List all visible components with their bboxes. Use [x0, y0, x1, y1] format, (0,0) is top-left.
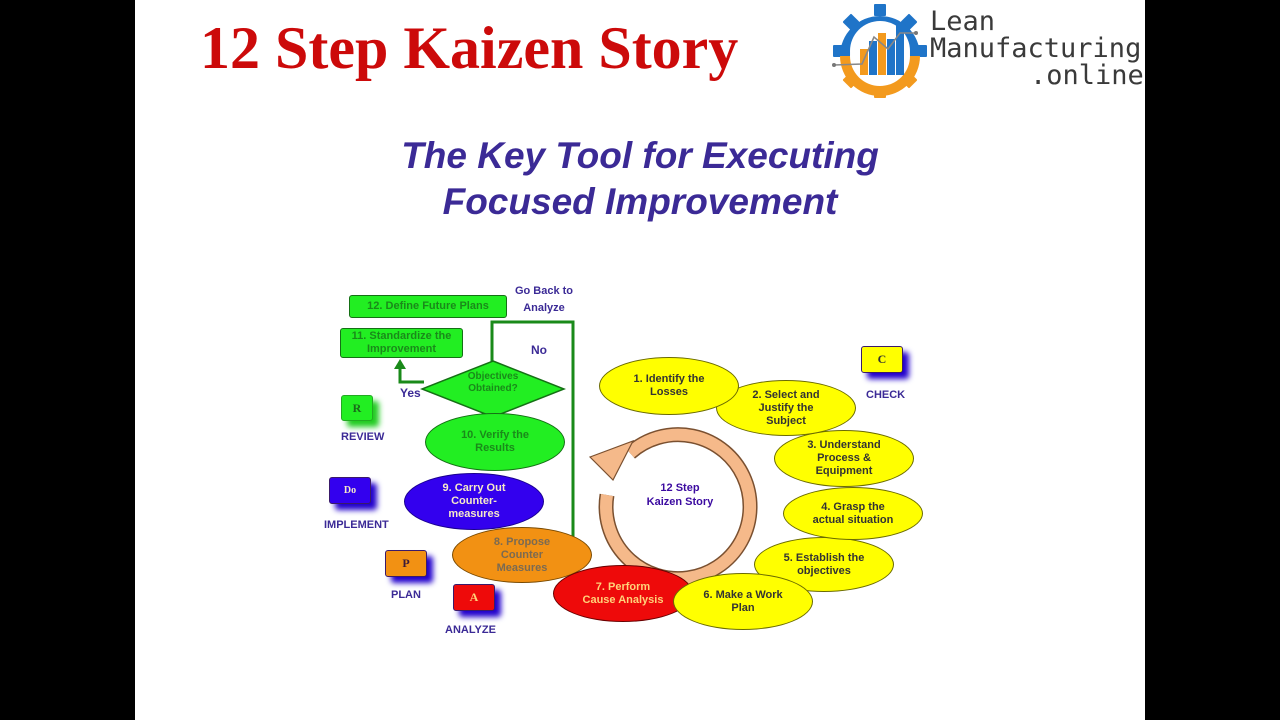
- step-12-box: 12. Define Future Plans: [349, 295, 507, 318]
- yes-label: Yes: [400, 386, 421, 400]
- analyze-label: ANALYZE: [445, 624, 496, 636]
- logo-line-lean: Lean: [930, 6, 996, 37]
- plan-label: PLAN: [391, 589, 421, 601]
- step-7-ellipse: 7. Perform Cause Analysis: [553, 565, 693, 622]
- implement-label: IMPLEMENT: [324, 519, 389, 531]
- review-label: REVIEW: [341, 431, 385, 443]
- center-label: 12 Step Kaizen Story: [646, 482, 714, 508]
- check-label: CHECK: [866, 389, 906, 401]
- logo-wordmark: Lean Manufacturing .online: [930, 8, 1144, 89]
- step-4-ellipse: 4. Grasp the actual situation: [783, 487, 923, 540]
- circular-arrow-icon: [588, 427, 758, 585]
- go-back-label: Go Back to Analyze: [514, 285, 574, 314]
- review-badge: R: [341, 395, 373, 421]
- step-9-ellipse: 9. Carry Out Counter- measures: [404, 473, 544, 530]
- subtitle-line-1: The Key Tool for Executing: [401, 135, 879, 176]
- implement-badge: Do: [329, 477, 371, 504]
- step-8-ellipse: 8. Propose Counter Measures: [452, 527, 592, 583]
- step-2-ellipse: 2. Select and Justify the Subject: [716, 380, 856, 436]
- page-title: 12 Step Kaizen Story: [200, 15, 739, 81]
- step-6-ellipse: 6. Make a Work Plan: [673, 573, 813, 630]
- decision-label: Objectives Obtained?: [467, 371, 519, 394]
- check-badge: C: [861, 346, 903, 373]
- subtitle-line-2: Focused Improvement: [442, 181, 838, 222]
- logo-line-online: .online: [1030, 60, 1144, 91]
- logo-line-manufacturing: Manufacturing: [930, 33, 1142, 64]
- step-11-box: 11. Standardize the Improvement: [340, 328, 463, 358]
- analyze-badge: A: [453, 584, 495, 611]
- logo-gear-icon: [832, 4, 927, 98]
- no-label: No: [531, 343, 547, 357]
- subtitle: The Key Tool for Executing Focused Impro…: [300, 133, 980, 225]
- step-10-ellipse: 10. Verify the Results: [425, 413, 565, 471]
- plan-badge: P: [385, 550, 427, 577]
- step-1-ellipse: 1. Identify the Losses: [599, 357, 739, 415]
- step-3-ellipse: 3. Understand Process & Equipment: [774, 430, 914, 487]
